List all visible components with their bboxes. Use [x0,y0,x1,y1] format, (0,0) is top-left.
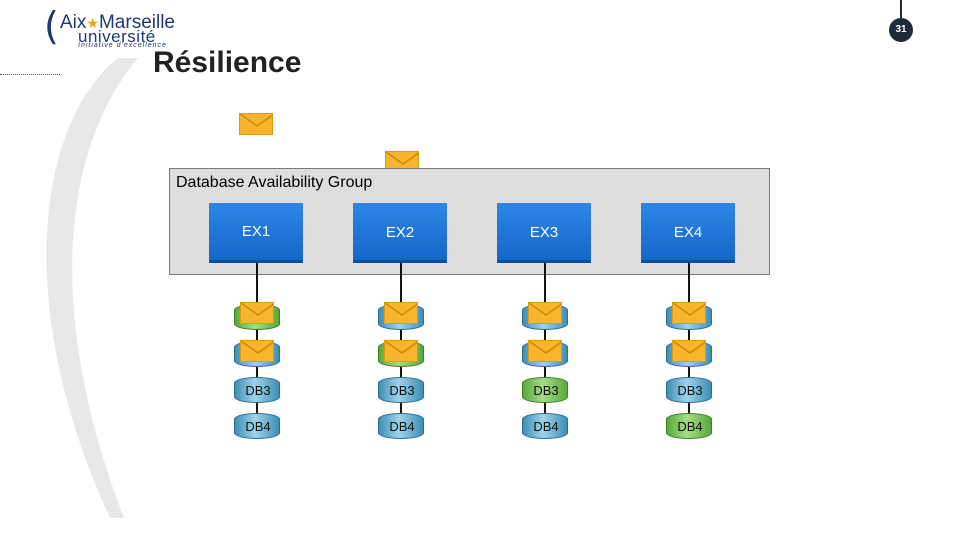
mail-envelope-icon [672,302,706,324]
server-ex3: EX3 [497,203,591,263]
mail-envelope-icon [240,340,274,362]
dag-label: Database Availability Group [176,174,373,191]
database-db4: DB4 [522,413,568,439]
mail-envelope-icon [239,113,273,135]
logo-subtitle: université [78,27,156,46]
divider [0,74,60,75]
logo-text: Aix★Marseille [60,12,175,33]
database-db3: DB3 [378,377,424,403]
logo-tagline: Initiative d'excellence [78,42,167,49]
mail-envelope-icon [384,340,418,362]
mail-envelope-icon [240,302,274,324]
page-number-line [900,0,902,18]
page-number-badge: 31 [889,18,913,42]
mail-envelope-icon [384,302,418,324]
logo-star-icon: ★ [86,15,99,31]
server-ex2: EX2 [353,203,447,263]
database-db4: DB4 [666,413,712,439]
decorative-arc [46,58,138,518]
database-db3: DB3 [522,377,568,403]
mail-envelope-icon [672,340,706,362]
mail-envelope-icon [528,340,562,362]
mail-envelope-icon [528,302,562,324]
database-db4: DB4 [378,413,424,439]
database-db3: DB3 [234,377,280,403]
server-ex4: EX4 [641,203,735,263]
database-db3: DB3 [666,377,712,403]
page-title: Résilience [153,46,302,79]
logo-parenthesis: ( [44,4,59,48]
database-db4: DB4 [234,413,280,439]
server-ex1: EX1 [209,203,303,263]
